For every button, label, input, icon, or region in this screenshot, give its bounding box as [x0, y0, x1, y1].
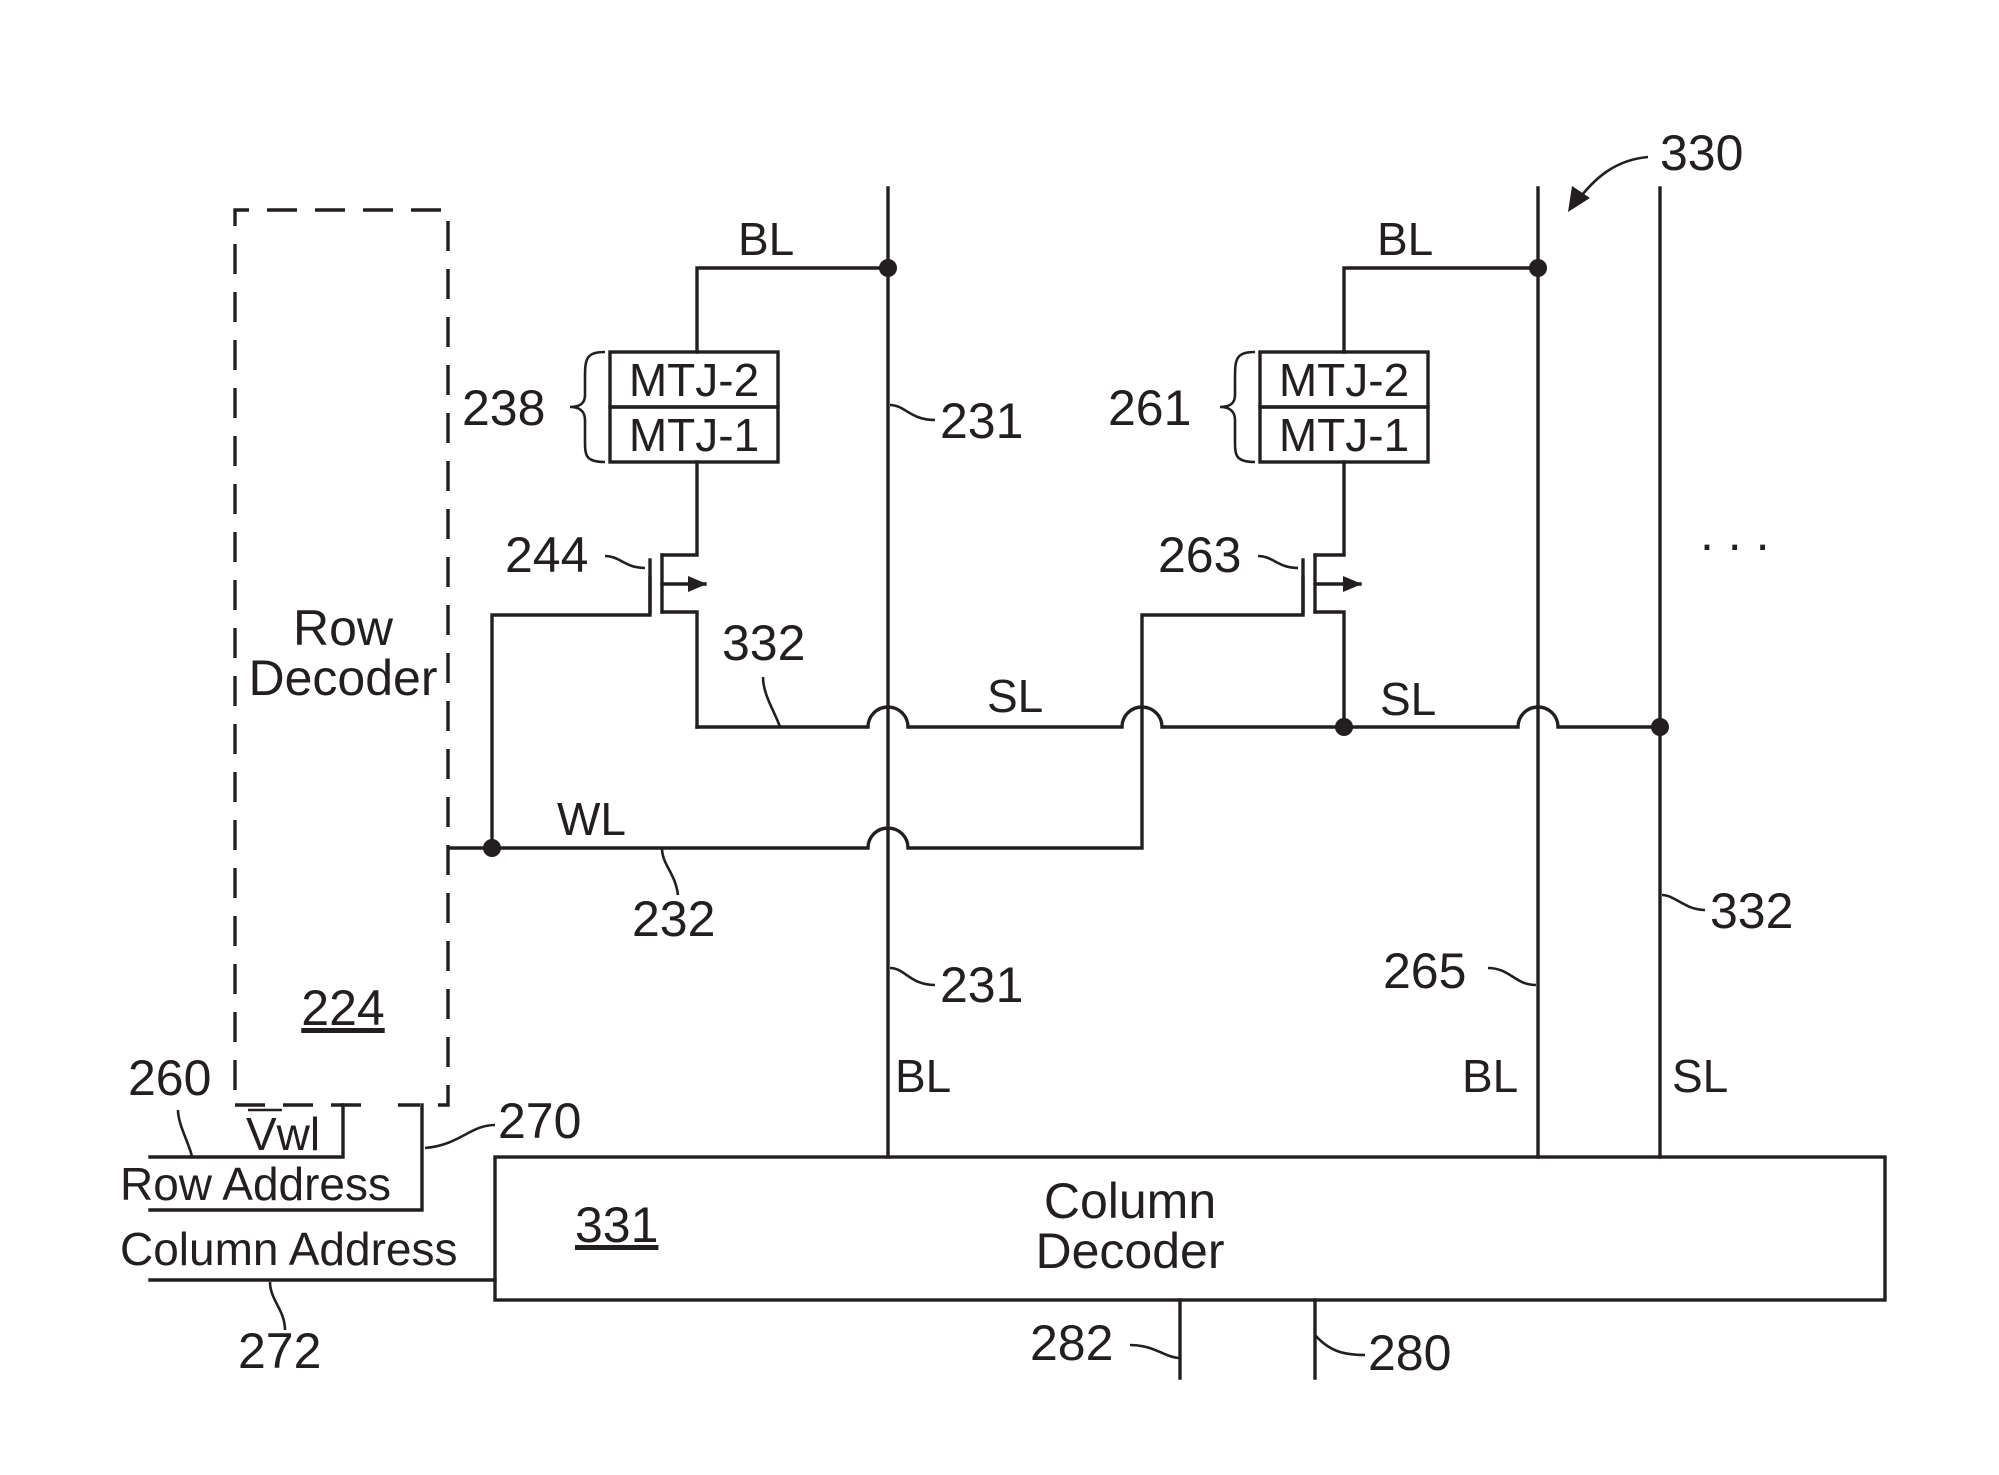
cell2-transistor-arrow — [1343, 576, 1362, 592]
reference-280: 280 — [1368, 1325, 1451, 1381]
reference-265: 265 — [1383, 943, 1466, 999]
bit-line-1-bottom-label: BL — [895, 1050, 951, 1102]
figure-reference-330: 330 — [1660, 125, 1743, 181]
cell1-mtj1-label: MTJ-1 — [629, 409, 759, 461]
reference-332-mid-leader — [761, 676, 782, 728]
column-decoder-label-line2: Decoder — [1036, 1223, 1225, 1279]
cell1-stack-brace — [569, 350, 606, 464]
figure-reference-arrowhead — [1568, 186, 1590, 212]
reference-332-mid: 332 — [722, 615, 805, 671]
cell1-transistor-leader — [604, 554, 646, 570]
reference-272: 272 — [238, 1323, 321, 1379]
reference-270-leader — [424, 1123, 496, 1150]
cell1-transistor-reference: 244 — [505, 527, 588, 583]
reference-270: 270 — [498, 1093, 581, 1149]
cell1-transistor-drain — [660, 460, 699, 557]
column-address-label: Column Address — [120, 1223, 458, 1275]
source-line-label-2: SL — [1380, 673, 1436, 725]
reference-265-leader — [1487, 966, 1537, 987]
reference-231-top-leader — [889, 403, 936, 422]
cell2-source-to-sl — [1313, 610, 1346, 729]
reference-332-right-leader — [1661, 893, 1706, 912]
cell2-mtj1-label: MTJ-1 — [1279, 409, 1409, 461]
column-decoder-box — [493, 1155, 1887, 1302]
reference-231-bottom: 231 — [940, 957, 1023, 1013]
cell2-transistor-reference: 263 — [1158, 527, 1241, 583]
reference-231-bottom-leader — [889, 966, 936, 987]
reference-260: 260 — [128, 1050, 211, 1106]
cell2-mtj2-label: MTJ-2 — [1279, 354, 1409, 406]
reference-332-right: 332 — [1710, 883, 1793, 939]
cell1-mtj1-box — [608, 405, 780, 464]
figure-reference-arrow — [1576, 155, 1649, 201]
reference-231-top: 231 — [940, 393, 1023, 449]
row-decoder-label-line1: Row — [293, 600, 394, 656]
source-line-label-1: SL — [987, 670, 1043, 722]
column-decoder-label-line1: Column — [1044, 1173, 1216, 1229]
vwl-label: Vwl — [246, 1108, 320, 1160]
cell2-stack-brace — [1219, 350, 1256, 464]
bit-line-2-top-label: BL — [1377, 213, 1433, 265]
cell2-stack-reference: 261 — [1108, 380, 1191, 436]
cell1-stack-reference: 238 — [462, 380, 545, 436]
cell1-bitline-junction — [879, 259, 897, 277]
cell2-bitline-connection — [1342, 266, 1540, 354]
source-line-bottom-label: SL — [1672, 1050, 1728, 1102]
row-address-line — [148, 1103, 424, 1212]
bit-line-2-bottom-label: BL — [1462, 1050, 1518, 1102]
reference-280-leader — [1314, 1334, 1366, 1357]
reference-232-leader — [660, 847, 680, 896]
word-line-label: WL — [557, 793, 626, 845]
row-address-label: Row Address — [120, 1158, 391, 1210]
row-decoder-label-line2: Decoder — [249, 650, 438, 706]
continuation-ellipsis: . . . — [1700, 505, 1769, 561]
cell2-transistor-leader — [1257, 554, 1299, 570]
cell1-source-to-sl — [660, 610, 699, 729]
word-line — [448, 576, 1305, 850]
reference-282-leader — [1129, 1343, 1181, 1360]
cell2-bitline-junction — [1529, 259, 1547, 277]
vwl-line — [148, 1103, 345, 1159]
reference-260-leader — [176, 1109, 194, 1158]
reference-282: 282 — [1030, 1315, 1113, 1371]
cell1-bitline-connection — [695, 266, 890, 354]
source-line-junction-column — [1651, 718, 1669, 736]
reference-232: 232 — [632, 891, 715, 947]
cell1-transistor-arrow — [688, 576, 707, 592]
source-line-horizontal — [695, 705, 1662, 729]
row-decoder-box — [233, 208, 450, 1107]
bit-line-1-top-label: BL — [738, 213, 794, 265]
cell1-mtj2-label: MTJ-2 — [629, 354, 759, 406]
reference-272-leader — [268, 1281, 287, 1331]
cell2-transistor-drain — [1313, 460, 1346, 557]
column-decoder-reference: 331 — [575, 1197, 658, 1253]
row-decoder-reference: 224 — [301, 980, 384, 1036]
